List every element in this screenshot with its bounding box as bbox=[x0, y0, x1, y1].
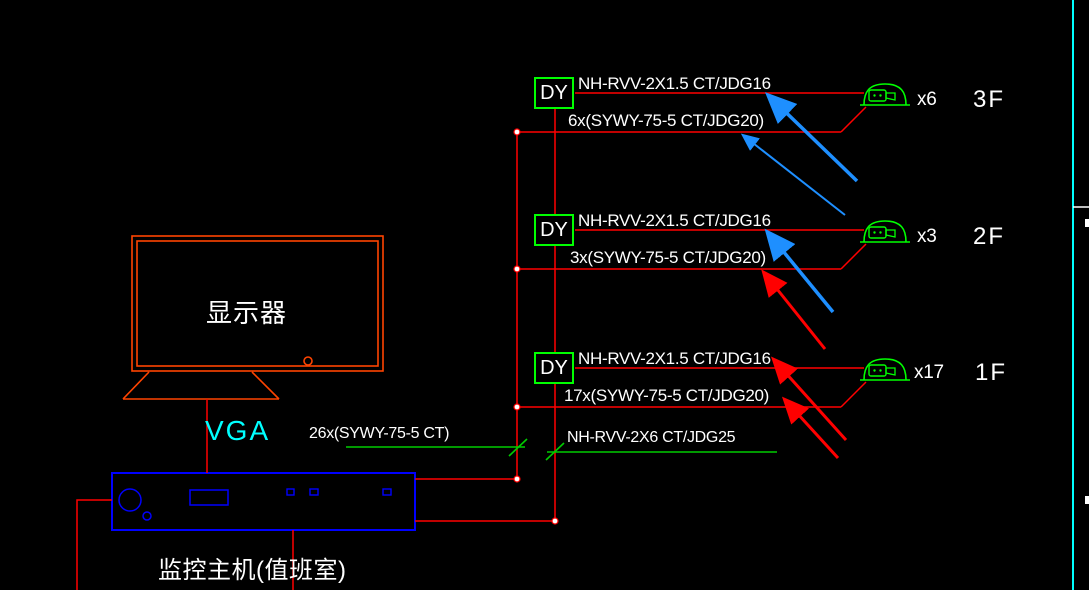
trunk-cable-lines bbox=[346, 438, 777, 461]
monitor-label: 显示器 bbox=[206, 298, 288, 328]
cable-label-2f-lower: 3x(SYWY-75-5 CT/JDG20) bbox=[570, 248, 766, 267]
trunk-cable-label-1: 26x(SYWY-75-5 CT) bbox=[309, 425, 450, 442]
monitor-symbol bbox=[122, 235, 384, 400]
host-symbol bbox=[111, 472, 416, 531]
camera-count-2f: x3 bbox=[917, 226, 937, 247]
trunk-cable-label-2: NH-RVV-2X6 CT/JDG25 bbox=[567, 429, 736, 446]
cable-label-1f-upper: NH-RVV-2X1.5 CT/JDG16 bbox=[578, 349, 771, 368]
monitor-power-icon bbox=[303, 356, 313, 366]
cable-label-3f-lower: 6x(SYWY-75-5 CT/JDG20) bbox=[568, 111, 764, 130]
junction-node bbox=[551, 517, 559, 525]
junction-node bbox=[513, 265, 521, 273]
floor-label-1f: 1F bbox=[975, 359, 1008, 386]
dy-box-3f: DY bbox=[534, 77, 574, 109]
junction-node bbox=[513, 128, 521, 136]
host-button-icon bbox=[142, 511, 152, 521]
host-knob-icon bbox=[118, 488, 142, 512]
floor-label-2f: 2F bbox=[973, 223, 1006, 250]
cable-label-1f-lower: 17x(SYWY-75-5 CT/JDG20) bbox=[564, 386, 770, 405]
cable-label-3f-upper: NH-RVV-2X1.5 CT/JDG16 bbox=[578, 74, 771, 93]
camera-count-1f: x17 bbox=[914, 362, 944, 383]
cable-label-2f-upper: NH-RVV-2X1.5 CT/JDG16 bbox=[578, 211, 771, 230]
dy-box-2f: DY bbox=[534, 214, 574, 246]
vga-label: VGA bbox=[205, 415, 271, 446]
tick-slash bbox=[545, 442, 565, 461]
floor-label-3f: 3F bbox=[973, 86, 1006, 113]
host-left-wire bbox=[76, 499, 112, 590]
host-display-slot bbox=[189, 489, 229, 506]
floor-branch-2f bbox=[513, 220, 911, 273]
floor-branch-3f bbox=[513, 83, 911, 136]
wiring-red bbox=[76, 109, 556, 590]
dy-box-1f: DY bbox=[534, 352, 574, 384]
leader-arrows bbox=[740, 92, 859, 460]
tick-slash bbox=[508, 438, 528, 457]
camera-count-3f: x6 bbox=[917, 89, 937, 110]
junction-node bbox=[513, 403, 521, 411]
monitor-stand bbox=[122, 371, 280, 400]
host-label: 监控主机(值班室) bbox=[158, 557, 347, 584]
drawing-edge-elements bbox=[1072, 0, 1089, 590]
junction-node bbox=[513, 475, 521, 483]
